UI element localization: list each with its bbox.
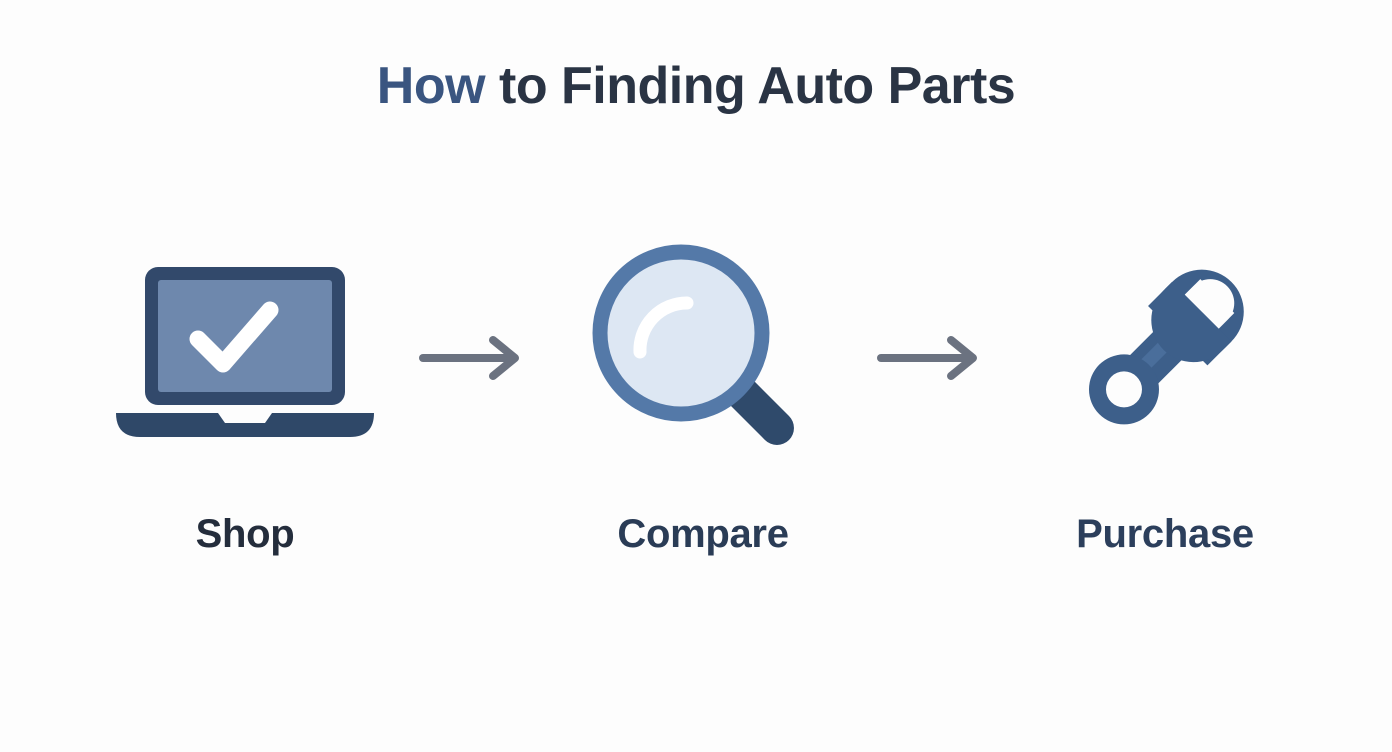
page-title: How to Finding Auto Parts xyxy=(0,60,1392,112)
step-compare-icon-box xyxy=(553,232,853,462)
steps-row: Shop Compare xyxy=(0,232,1392,612)
step-compare: Compare xyxy=(553,232,853,612)
arrow-step1-to-step2 xyxy=(415,330,535,386)
title-highlight-word: How xyxy=(376,57,486,115)
title-container: How to Finding Auto Parts xyxy=(0,60,1392,112)
step-shop: Shop xyxy=(95,232,395,612)
laptop-check-icon xyxy=(116,267,374,437)
step-purchase-icon-wrap: Purchase xyxy=(1015,232,1315,612)
step-compare-label: Compare xyxy=(617,512,789,556)
step-purchase-label: Purchase xyxy=(1076,512,1254,556)
arrow-right-icon xyxy=(877,336,977,380)
arrow-step2-to-step3 xyxy=(873,330,993,386)
arrow-right-icon xyxy=(419,336,519,380)
step-purchase-icon-box xyxy=(1015,232,1315,462)
magnifying-glass-icon xyxy=(592,244,794,445)
step-shop-label: Shop xyxy=(195,512,295,556)
wrench-icon xyxy=(1088,269,1244,424)
title-rest-text: to Finding Auto Parts xyxy=(485,57,1016,115)
step-shop-icon-box xyxy=(95,232,395,462)
